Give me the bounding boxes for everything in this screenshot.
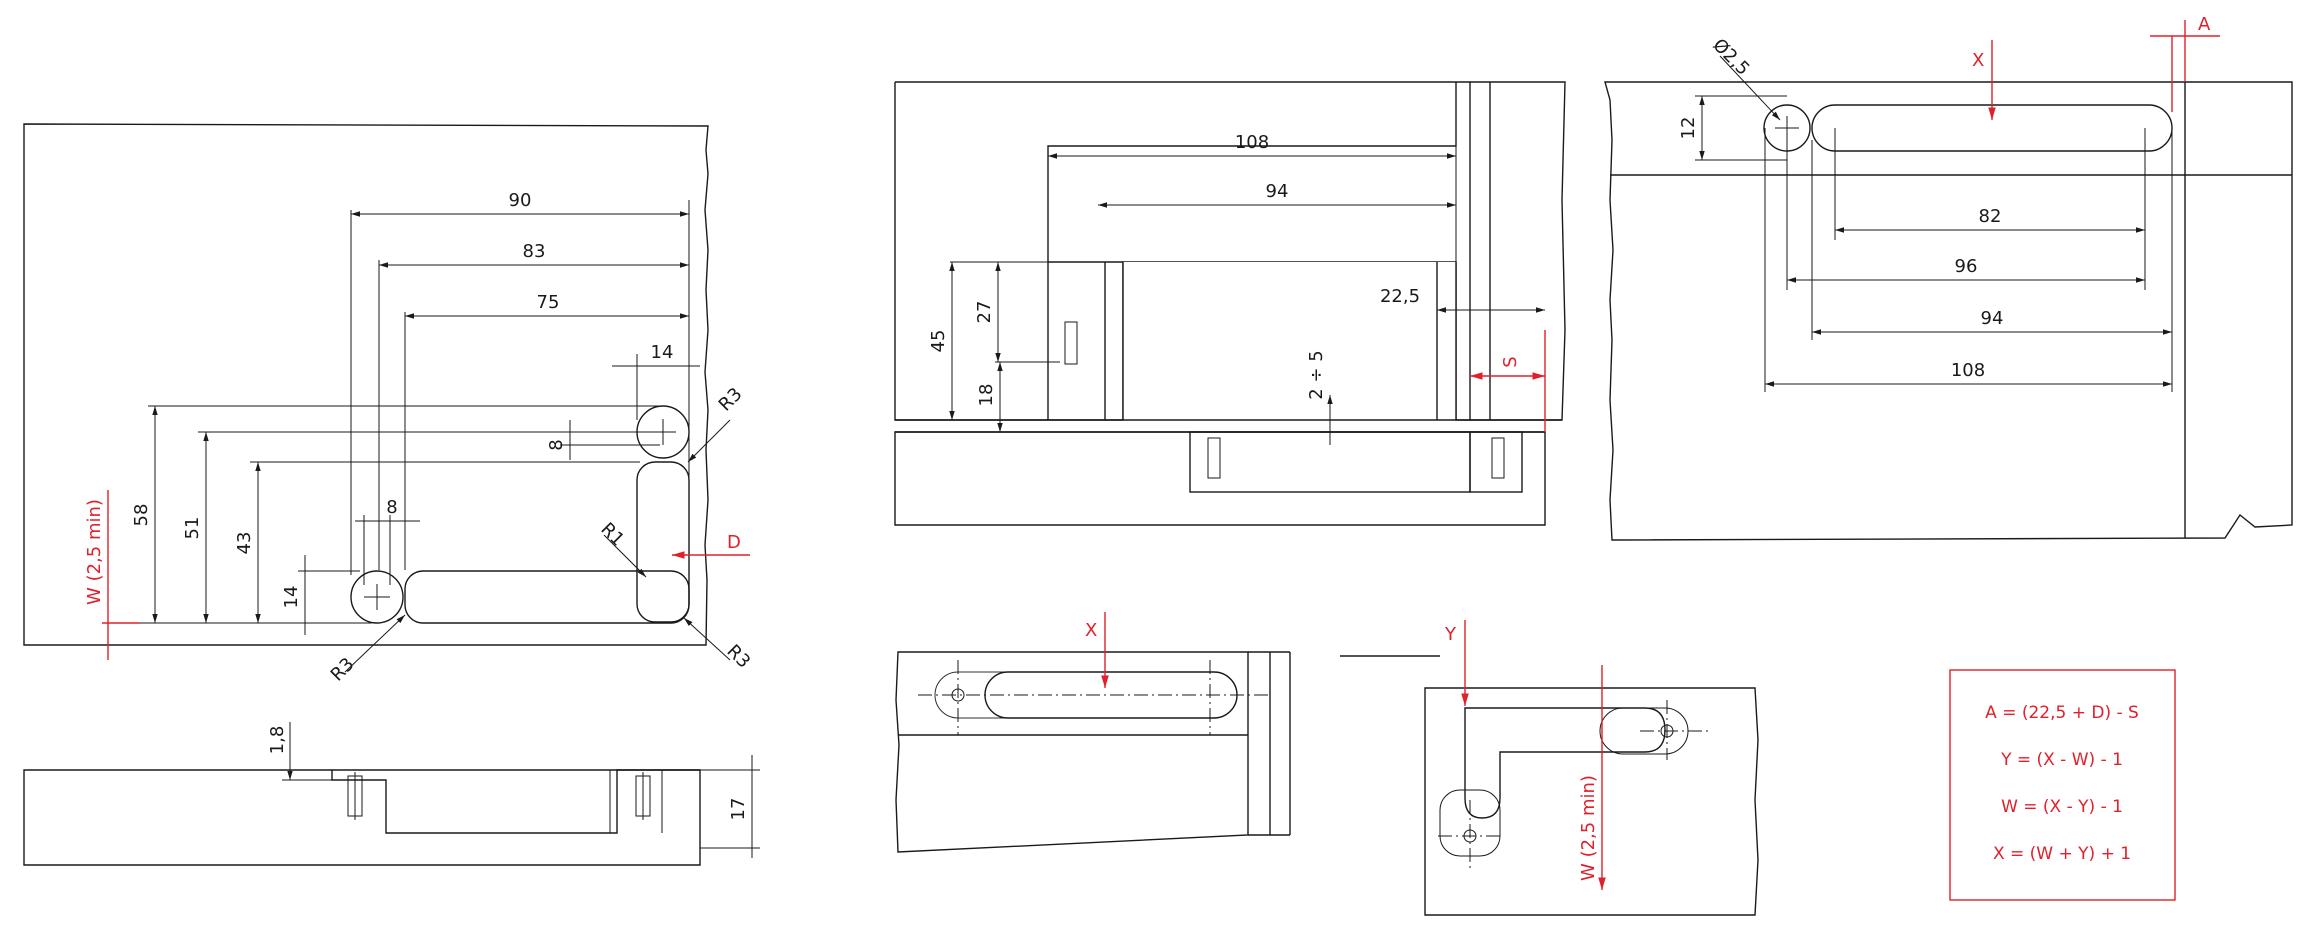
red-dim-a: A <box>2198 14 2211 35</box>
panel-outline-right <box>1604 81 2293 541</box>
leader-r3-top <box>687 419 731 463</box>
hole-top-cross <box>650 419 676 445</box>
leader-r3-bottom-left <box>344 614 406 673</box>
dim-94-right: 94 <box>1981 308 2004 329</box>
hole-bottom <box>350 570 404 624</box>
bottom-right-outline <box>1424 687 1759 916</box>
leader-r1 <box>603 534 647 578</box>
dim-94-mid: 94 <box>1266 181 1289 202</box>
l-slot <box>1464 707 1666 819</box>
section-left-body <box>23 769 701 866</box>
cabinet-inner-void <box>1047 145 1457 263</box>
formula-x: X = (W + Y) + 1 <box>1993 844 2131 864</box>
dim-d2-5-right: Ø2,5 <box>1708 35 1753 80</box>
dim-18: 18 <box>976 384 997 407</box>
red-dim-x-right: X <box>1972 50 1984 71</box>
dim-8-vert: 8 <box>546 439 567 450</box>
slot-vertical-arm <box>636 461 690 623</box>
dim-1-8: 1,8 <box>267 726 288 755</box>
slot-pocket-bottom <box>1439 789 1501 857</box>
dim-r3-bottom-left: R3 <box>327 654 359 686</box>
dim-r3-top: R3 <box>715 384 747 416</box>
pin-door-left <box>1207 437 1221 479</box>
dim-r1: R1 <box>596 519 628 551</box>
dim-27: 27 <box>974 301 995 324</box>
slot-horizontal-arm <box>404 570 690 624</box>
dim-43: 43 <box>234 532 255 555</box>
dim-8-horiz: 8 <box>386 497 397 518</box>
dim-82: 82 <box>1979 206 2002 227</box>
top-view-left: 90 83 75 14 R3 58 51 43 8 8 <box>23 123 754 686</box>
formula-box-frame <box>1949 669 2176 901</box>
panel-outline-left <box>23 123 709 646</box>
dim-2-5: 2 ÷ 5 <box>1306 350 1327 399</box>
dim-14-left: 14 <box>281 586 302 609</box>
dim-108-mid: 108 <box>1235 132 1269 153</box>
bottom-middle-view: X <box>895 612 1291 853</box>
formula-y: Y = (X - W) - 1 <box>2000 750 2123 770</box>
section-left: 1,8 17 <box>23 722 760 866</box>
dim-75: 75 <box>537 292 560 313</box>
section-middle: 108 94 22,5 45 27 18 2 ÷ 5 S <box>894 81 1566 526</box>
dim-83: 83 <box>523 241 546 262</box>
dim-58: 58 <box>131 504 152 527</box>
red-dim-x-bottom: X <box>1085 620 1097 641</box>
dim-108-right: 108 <box>1951 360 1985 381</box>
side-panel-right <box>1470 81 1566 421</box>
dim-17: 17 <box>728 798 749 821</box>
red-dim-w: W (2,5 min) <box>84 499 105 605</box>
red-dim-d: D <box>727 532 741 553</box>
dim-14-top: 14 <box>651 342 674 363</box>
formula-a: A = (22,5 + D) - S <box>1985 703 2139 723</box>
dim-51: 51 <box>182 517 203 540</box>
red-dim-w-bottom: W (2,5 min) <box>1578 775 1599 881</box>
dim-r3-bottom-right: R3 <box>722 641 754 673</box>
formula-box: A = (22,5 + D) - S Y = (X - W) - 1 W = (… <box>1949 669 2176 901</box>
bottom-right-view: Y W (2,5 min) <box>1340 620 1759 916</box>
pin-door-right <box>1491 437 1505 479</box>
leader-d2-5 <box>1719 55 1781 121</box>
hole-bottom-cross <box>364 584 390 610</box>
dim-90: 90 <box>509 190 532 211</box>
formula-w: W = (X - Y) - 1 <box>2001 797 2123 817</box>
dim-12: 12 <box>1678 117 1699 140</box>
dim-22-5: 22,5 <box>1380 286 1420 307</box>
bottom-middle-outline <box>895 651 1249 853</box>
pin-cabinet <box>1064 321 1078 365</box>
dim-45: 45 <box>928 330 949 353</box>
red-dim-s: S <box>1500 356 1521 367</box>
red-dim-y: Y <box>1444 624 1457 645</box>
dim-96: 96 <box>1955 256 1978 277</box>
leader-r3-bottom-right <box>683 617 731 661</box>
top-view-right: Ø2,5 12 82 96 94 108 X A <box>1604 14 2293 541</box>
